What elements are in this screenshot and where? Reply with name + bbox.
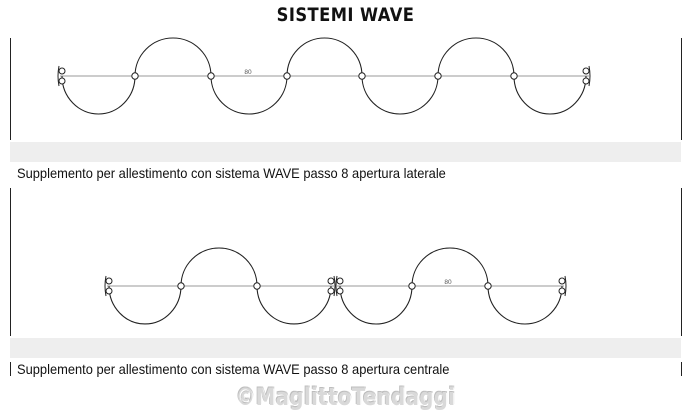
center-cap-left <box>327 275 336 297</box>
carrier-glides <box>177 282 492 290</box>
wave-diagram-central: 80 <box>104 247 567 325</box>
caption-lateral-opening: Supplemento per allestimento con sistema… <box>17 165 446 181</box>
watermark: ©MaglittoTendaggi <box>235 383 456 411</box>
end-cap-right <box>558 275 567 297</box>
wave-curtain-left-panel <box>108 247 332 325</box>
separator-band-2 <box>10 338 681 358</box>
dimension-label: 80 <box>444 279 452 286</box>
separator-band-1 <box>10 142 681 162</box>
end-cap-left <box>104 275 113 297</box>
wave-diagram-lateral: 80 <box>57 37 591 115</box>
wave-curtain-right-panel <box>339 247 563 325</box>
caption-central-opening: Supplemento per allestimento con sistema… <box>17 361 450 377</box>
dimension-label: 80 <box>244 69 252 76</box>
frame-left-1 <box>10 38 11 140</box>
wave-curtain <box>61 37 587 115</box>
frame-left-2 <box>10 188 11 336</box>
frame-right-3 <box>681 362 682 376</box>
frame-right-2 <box>681 188 682 336</box>
frame-right-1 <box>681 38 682 140</box>
page-title: SISTEMI WAVE <box>276 4 415 26</box>
end-cap-left <box>57 65 66 87</box>
frame-left-3 <box>10 362 11 376</box>
center-cap-right <box>335 275 344 297</box>
carrier-glides <box>131 72 518 80</box>
end-cap-right <box>582 65 591 87</box>
